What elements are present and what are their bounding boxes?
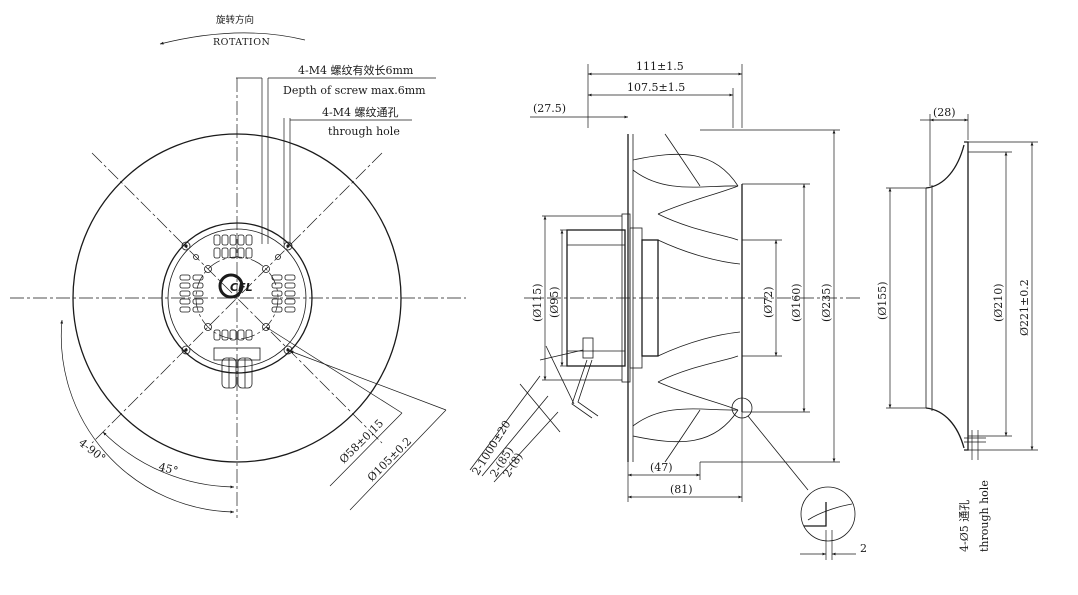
dia-155-label: (Ø155) <box>876 281 889 320</box>
logo-text: CFL <box>230 281 253 294</box>
detail-marker <box>731 397 753 419</box>
dia-235-label: (Ø235) <box>820 283 833 322</box>
through-hole-note-en: through hole <box>328 125 400 138</box>
side-view: 111±1.5 107.5±1.5 (27.5) <box>470 60 867 560</box>
depth-81-label: (81) <box>670 483 693 496</box>
manufacturer-logo: CFL <box>218 273 253 299</box>
bolt-dim-leader <box>329 412 403 487</box>
screw-depth-note-cn: 4-M4 螺纹有效长6mm <box>298 63 414 77</box>
dia-210-label: (Ø210) <box>992 283 1005 322</box>
hub-dim-line <box>289 350 447 411</box>
motor-hub <box>161 222 313 374</box>
inlet-ring-view: (28) (Ø155) (Ø210) Ø221±0.2 4-Ø5 通孔 thro… <box>876 106 1038 552</box>
bolt-circle-dim-line <box>265 326 403 414</box>
detail-leader <box>747 415 809 491</box>
ring-holes-en: through hole <box>978 480 991 552</box>
dia-115-label: (Ø115) <box>531 283 544 322</box>
hub-dim-leader <box>349 409 447 511</box>
offset-front-label: (27.5) <box>533 102 566 115</box>
length-total-label: 111±1.5 <box>636 60 684 73</box>
angle-spacing-label: 4-90° <box>76 436 108 465</box>
screw-depth-note-en: Depth of screw max.6mm <box>283 84 426 97</box>
hub-inner-ring <box>167 228 307 368</box>
dia-95-label: (Ø95) <box>548 286 561 318</box>
angle-45-arc <box>102 431 235 489</box>
dia-221-label: Ø221±0.2 <box>1018 279 1031 336</box>
ring-profile <box>964 141 969 451</box>
front-view: 旋转方向 ROTATION <box>10 14 466 518</box>
length-body-label: 107.5±1.5 <box>627 81 685 94</box>
ring-holes-cn: 4-Ø5 通孔 <box>958 500 971 552</box>
dia-72-label: (Ø72) <box>762 286 775 318</box>
ring-width-label: (28) <box>933 106 956 119</box>
through-hole-note-cn: 4-M4 螺纹通孔 <box>322 105 398 119</box>
diagonal-centerline <box>91 152 383 444</box>
motor-body <box>566 213 659 383</box>
depth-47-label: (47) <box>650 461 673 474</box>
bolt-circle-label: Ø58±0.15 <box>337 417 386 466</box>
bolt-circle <box>195 256 279 340</box>
angle-90-arc <box>60 319 235 514</box>
impeller-silhouette <box>627 133 743 463</box>
hub-diameter-label: Ø105±0.2 <box>365 435 414 484</box>
screw-callouts <box>236 77 436 244</box>
cables <box>469 345 599 483</box>
detail-thickness-label: 2 <box>860 542 867 555</box>
rotation-label-en: ROTATION <box>213 37 270 48</box>
dia-160-label: (Ø160) <box>790 283 803 322</box>
impeller-outline <box>72 133 402 463</box>
rotation-indicator: 旋转方向 ROTATION <box>159 14 306 48</box>
rotation-arrow <box>159 32 306 45</box>
detail-view: 2 <box>800 486 867 560</box>
rotation-label-cn: 旋转方向 <box>216 14 254 26</box>
angle-45-label: 45° <box>157 460 179 477</box>
